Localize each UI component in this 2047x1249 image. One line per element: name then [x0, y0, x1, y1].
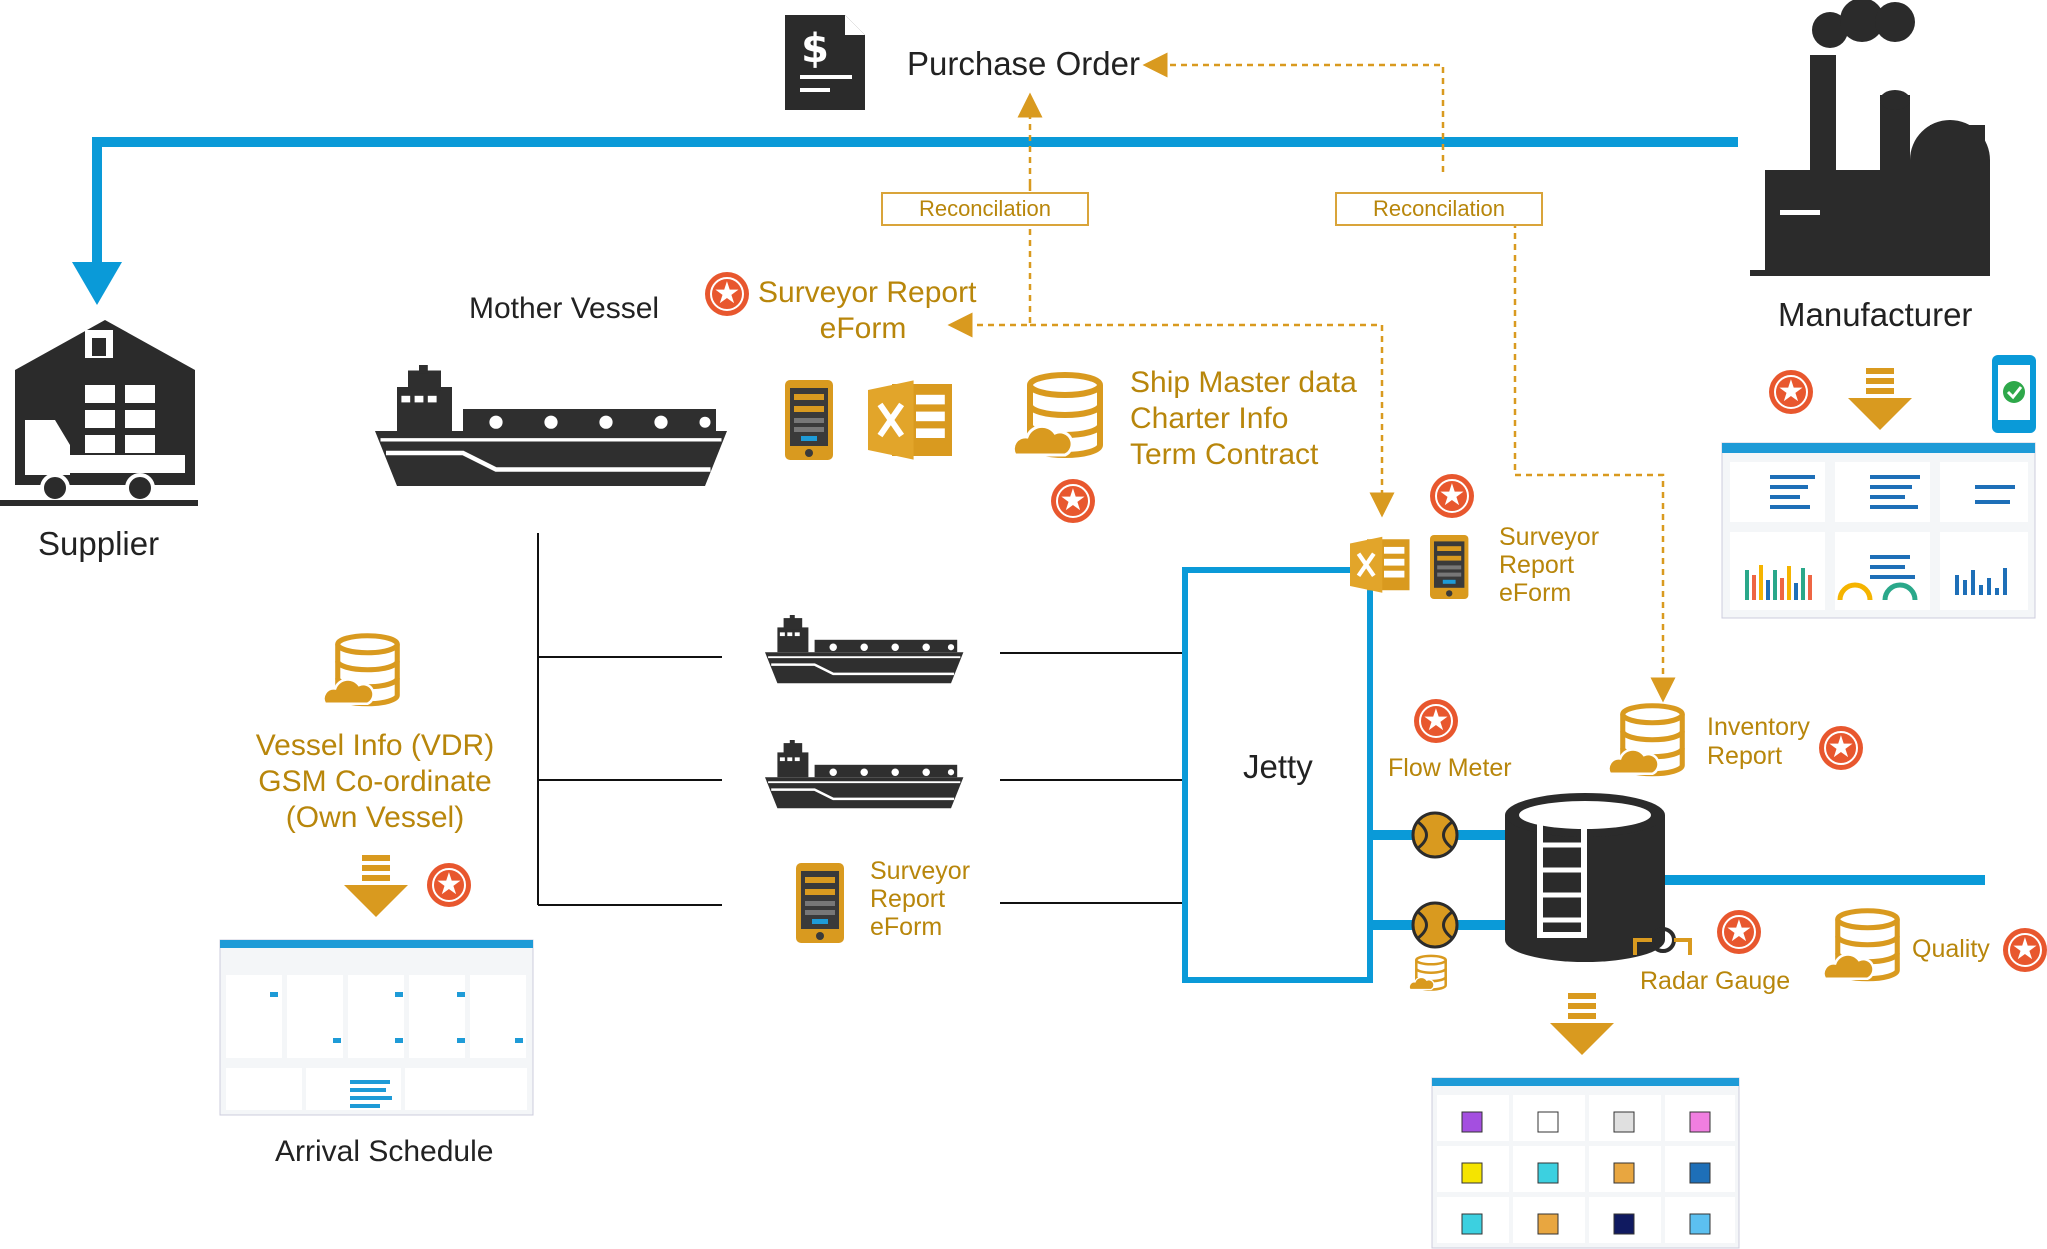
star-badge-icon: ★ [1414, 699, 1458, 743]
star-badge-icon: ★ [1430, 474, 1474, 518]
tanker-ship-icon [375, 365, 727, 486]
mobile-form-icon [785, 380, 833, 460]
purchase-order-label: Purchase Order [907, 45, 1140, 82]
supply-pipe [92, 137, 1738, 262]
factory-icon [1750, 0, 1990, 276]
star-badge-icon: ★ [705, 272, 749, 316]
warehouse-truck-icon [0, 320, 198, 506]
reconciliation-box: Reconcilation [1335, 192, 1543, 226]
vessel-info-label: Vessel Info (VDR)GSM Co-ordinate(Own Ves… [255, 729, 495, 834]
star-badge-icon: ★ [1051, 479, 1095, 523]
excel-icon [1350, 537, 1410, 593]
mother-vessel-label: Mother Vessel [469, 292, 660, 325]
svg-text:$: $ [801, 26, 829, 72]
quality-label: Quality [1912, 935, 1990, 963]
tank-pipes [1370, 830, 1985, 930]
check-phone-icon [1992, 355, 2036, 433]
reconciliation-box: Reconcilation [881, 192, 1089, 226]
down-arrow-icon [1848, 368, 1912, 430]
arrival-schedule-label: Arrival Schedule [275, 1135, 494, 1168]
cloud-database-icon [1824, 911, 1898, 979]
inventory-explorer-thumbnail [1431, 1077, 1740, 1249]
storage-tank-icon [1505, 793, 1665, 962]
reconciliation-flows [947, 52, 1676, 703]
manufacturer-label: Manufacturer [1778, 296, 1973, 333]
jetty-box [1182, 567, 1373, 983]
radar-gauge-label: Radar Gauge [1640, 967, 1791, 995]
star-badge-icon: ★ [2003, 928, 2047, 972]
flow-meter-label: Flow Meter [1388, 754, 1512, 782]
cloud-database-icon [324, 636, 398, 704]
radar-gauge-icon [1633, 927, 1692, 955]
supplier-label: Supplier [38, 525, 160, 562]
excel-icon [868, 380, 952, 459]
invoice-document-icon: $ [785, 15, 865, 110]
down-arrow-icon [344, 855, 408, 917]
cloud-database-icon [1609, 706, 1683, 774]
supply-arrow-head [72, 262, 122, 305]
corporate-dashboard-thumbnail [1721, 442, 2036, 619]
star-badge-icon: ★ [1819, 726, 1863, 770]
star-badge-icon: ★ [1717, 910, 1761, 954]
jetty-label: Jetty [1243, 748, 1313, 785]
cloud-database-icon [1013, 375, 1100, 455]
down-arrow-icon [1550, 993, 1614, 1055]
tanker-ship-icon [763, 738, 965, 810]
tanker-ship-icon [763, 613, 965, 685]
arrival-schedule-thumbnail [219, 939, 534, 1116]
mobile-form-icon [796, 863, 844, 943]
star-badge-icon: ★ [1769, 370, 1813, 414]
mobile-form-icon [1430, 535, 1469, 599]
vessel-connectors [537, 533, 1185, 906]
star-badge-icon: ★ [427, 863, 471, 907]
flow-meter-icon [1411, 811, 1459, 949]
